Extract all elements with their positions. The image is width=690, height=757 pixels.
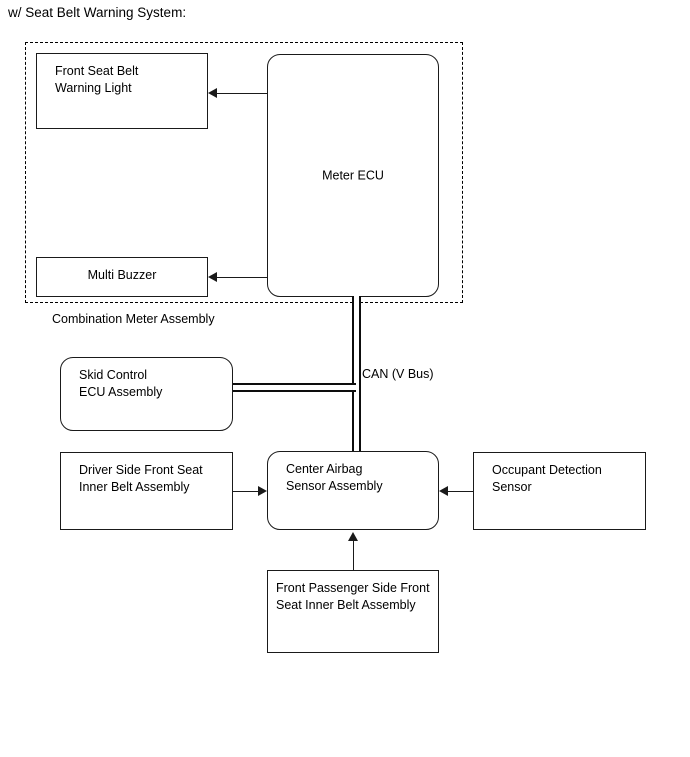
block-meter-ecu: Meter ECU [267, 54, 439, 297]
block-skid-control-ecu-assembly-label: Skid Control ECU Assembly [79, 368, 163, 399]
arrowhead-meter-ecu-to-multi-buzzer [208, 272, 217, 282]
block-multi-buzzer-label: Multi Buzzer [87, 268, 157, 282]
block-center-airbag-sensor-assembly: Center Airbag Sensor Assembly [267, 451, 439, 530]
block-front-seat-belt-warning-light: Front Seat Belt Warning Light [36, 53, 208, 129]
block-driver-side-front-seat-inner-belt-assembly: Driver Side Front Seat Inner Belt Assemb… [60, 452, 233, 530]
block-multi-buzzer: Multi Buzzer [36, 257, 208, 297]
connector-meter-ecu-to-multi-buzzer [212, 277, 267, 278]
arrowhead-driver-side-to-center-airbag [258, 486, 267, 496]
block-driver-side-front-seat-inner-belt-assembly-label: Driver Side Front Seat Inner Belt Assemb… [79, 463, 203, 494]
block-occupant-detection-sensor-label: Occupant Detection Sensor [492, 463, 602, 494]
block-front-passenger-side-front-seat-inner-belt-assembly: Front Passenger Side Front Seat Inner Be… [267, 570, 439, 653]
block-occupant-detection-sensor: Occupant Detection Sensor [473, 452, 646, 530]
page-title: w/ Seat Belt Warning System: [8, 5, 187, 20]
can-bus-branch-skid-control [233, 383, 356, 392]
can-bus-vertical [352, 296, 361, 451]
combination-meter-assembly-region [25, 42, 463, 303]
block-meter-ecu-label: Meter ECU [322, 168, 384, 182]
block-front-passenger-side-front-seat-inner-belt-assembly-label: Front Passenger Side Front Seat Inner Be… [276, 581, 430, 612]
arrowhead-occupant-sensor-to-center-airbag [439, 486, 448, 496]
can-bus-label: CAN (V Bus) [362, 367, 434, 381]
arrowhead-meter-ecu-to-warning-light [208, 88, 217, 98]
block-skid-control-ecu-assembly: Skid Control ECU Assembly [60, 357, 233, 431]
connector-front-passenger-to-center-airbag [353, 539, 354, 570]
block-center-airbag-sensor-assembly-label: Center Airbag Sensor Assembly [286, 462, 383, 493]
connector-driver-side-to-center-airbag [233, 491, 263, 492]
arrowhead-front-passenger-to-center-airbag [348, 532, 358, 541]
connector-meter-ecu-to-warning-light [212, 93, 267, 94]
connector-occupant-sensor-to-center-airbag [443, 491, 473, 492]
combination-meter-assembly-label: Combination Meter Assembly [52, 312, 215, 326]
block-front-seat-belt-warning-light-label: Front Seat Belt Warning Light [55, 64, 139, 95]
